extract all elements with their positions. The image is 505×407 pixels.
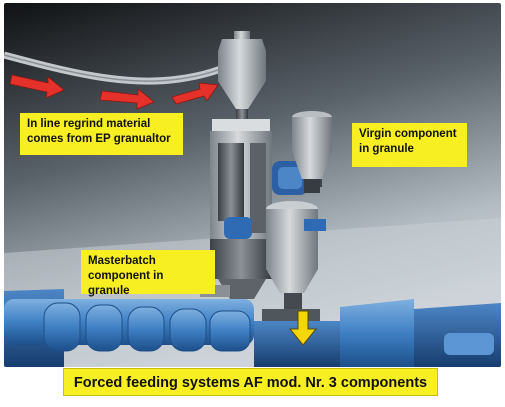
- cyclone-loader: [218, 31, 266, 119]
- extruder-body: [254, 299, 501, 367]
- regrind-dosing-unit: [210, 119, 272, 299]
- figure-caption: Forced feeding systems AF mod. Nr. 3 com…: [63, 368, 438, 396]
- virgin-component-label: Virgin component in granule: [352, 123, 467, 167]
- virgin-hopper: [292, 111, 332, 193]
- masterbatch-label: Masterbatch component in granule: [81, 250, 215, 297]
- machine-illustration: [4, 3, 501, 367]
- flow-arrows: [9, 74, 219, 110]
- machine-render: [4, 3, 501, 367]
- feed-direction-arrow: [288, 310, 318, 346]
- extruder-barrel: [4, 289, 254, 367]
- regrind-label: In line regrind material comes from EP g…: [20, 113, 183, 155]
